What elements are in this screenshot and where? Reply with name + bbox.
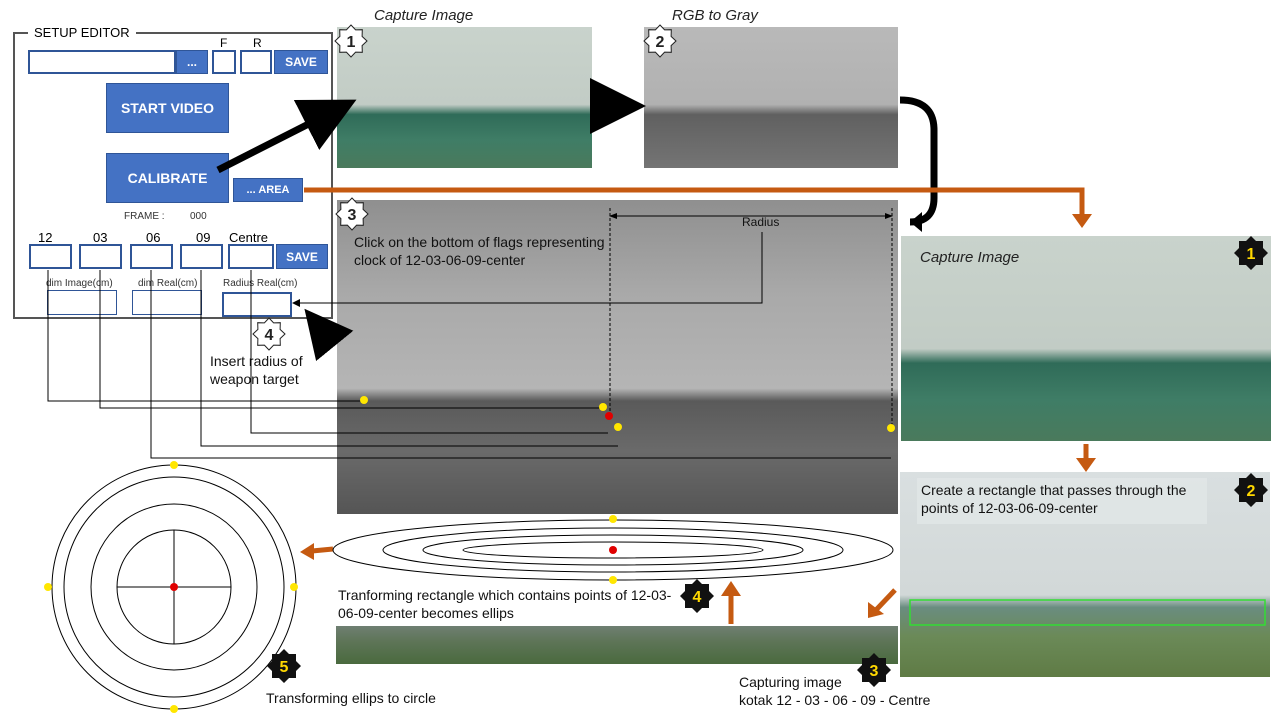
- rectangle-instruction-text: Create a rectangle that passes through t…: [921, 482, 1187, 516]
- clock-centre-input[interactable]: [228, 244, 274, 269]
- point-09-marker: [614, 423, 622, 431]
- rgb-to-gray-caption: RGB to Gray: [672, 7, 758, 24]
- ellipse-to-circle-arrow-icon: [311, 546, 334, 554]
- point-06-marker: [887, 424, 895, 432]
- save-button[interactable]: SAVE: [274, 50, 328, 74]
- radius-label: Radius: [742, 215, 780, 229]
- gray-to-calibration-arrow-icon: [899, 96, 938, 226]
- frame-label: FRAME :: [124, 211, 165, 222]
- right-capture-caption: Capture Image: [920, 249, 1020, 266]
- target-ring-3: [90, 503, 258, 671]
- star-badge-number: 1: [347, 34, 356, 51]
- star-badge-icon: 2: [643, 24, 677, 58]
- rectangle-caption-band: [917, 478, 1207, 524]
- dark-badge-number: 2: [1247, 483, 1256, 500]
- target-centre-marker: [170, 583, 178, 591]
- insert-radius-text: Insert radius of weapon target: [210, 353, 303, 387]
- target-left-marker: [44, 583, 52, 591]
- star-badge-number: 3: [348, 207, 357, 224]
- leader-06: [150, 270, 891, 459]
- clock-06-input[interactable]: [130, 244, 173, 269]
- leader-12: [47, 270, 363, 402]
- area-to-capture-arrow-icon: [304, 187, 1085, 218]
- rectangle-to-strip-arrow-icon: [874, 588, 897, 612]
- radius-real-input[interactable]: [222, 292, 292, 317]
- leader-03: [99, 270, 602, 409]
- star-badge-icon: 3: [335, 197, 369, 231]
- circle-instruction-text: Transforming ellips to circle: [266, 690, 436, 706]
- radius-insert-arrow-icon: [304, 308, 354, 362]
- dark-badge-number: 3: [870, 663, 879, 680]
- dark-badge-number: 1: [1247, 246, 1256, 263]
- r-label: R: [253, 36, 262, 50]
- clock-03-input[interactable]: [79, 244, 122, 269]
- target-right-marker: [290, 583, 298, 591]
- ellipse-ring-4: [462, 541, 764, 559]
- ellipse-centre-marker: [609, 546, 617, 554]
- calibrate-to-capture-arrow-icon: [216, 99, 357, 174]
- clock-06-label: 06: [146, 230, 161, 245]
- capture-image-photo: [337, 27, 592, 168]
- f-label: F: [220, 36, 228, 50]
- dim-real-label: dim Real(cm): [138, 278, 198, 289]
- right-capture-photo: [901, 236, 1271, 441]
- calibrate-button[interactable]: CALIBRATE: [106, 153, 229, 203]
- clock-12-input[interactable]: [29, 244, 72, 269]
- calibration-gray-photo: [337, 200, 898, 514]
- star-badge-icon: 4: [252, 317, 286, 351]
- radius-leader-line: [296, 232, 763, 304]
- r-input[interactable]: [240, 50, 272, 74]
- ellipse-ring-3: [422, 534, 804, 566]
- dark-badge-icon: 5: [267, 649, 301, 683]
- clock-03-label: 03: [93, 230, 108, 245]
- file-path-input[interactable]: [28, 50, 176, 74]
- dark-badge-icon: 3: [857, 653, 891, 687]
- setup-editor-title: SETUP EDITOR: [28, 25, 136, 40]
- click-instruction-text: Click on the bottom of flags representin…: [354, 234, 605, 268]
- dim-image-label: dim Image(cm): [46, 278, 113, 289]
- clock-centre-label: Centre: [229, 230, 269, 245]
- clock-12-label: 12: [38, 230, 53, 245]
- radius-real-label: Radius Real(cm): [223, 278, 298, 289]
- dark-badge-number: 4: [693, 589, 702, 606]
- capturing-image-text: Capturing image: [739, 674, 842, 690]
- target-top-marker: [170, 461, 178, 469]
- save-points-button[interactable]: SAVE: [276, 244, 328, 269]
- start-video-button[interactable]: START VIDEO: [106, 83, 229, 133]
- bounding-rectangle: [909, 599, 1266, 626]
- clock-09-input[interactable]: [180, 244, 223, 269]
- capture-image-caption: Capture Image: [374, 7, 474, 24]
- point-centre-marker: [605, 412, 613, 420]
- kotak-points-text: kotak 12 - 03 - 06 - 09 - Centre: [739, 692, 931, 708]
- dark-badge-icon: 1: [1234, 236, 1268, 270]
- gray-image-photo: [644, 27, 898, 168]
- target-ring-2: [63, 476, 285, 698]
- star-badge-number: 4: [265, 327, 274, 344]
- frame-value: 000: [190, 211, 207, 222]
- point-03-marker: [599, 403, 607, 411]
- ellipse-top-marker: [609, 515, 617, 523]
- dark-badge-icon: 2: [1234, 473, 1268, 507]
- dark-badge-icon: 4: [680, 579, 714, 613]
- ellipse-ring-2: [382, 527, 844, 573]
- point-12-marker: [360, 396, 368, 404]
- ellipse-bottom-marker: [609, 576, 617, 584]
- star-badge-number: 2: [656, 34, 665, 51]
- browse-button[interactable]: ...: [176, 50, 208, 74]
- f-input[interactable]: [212, 50, 236, 74]
- leader-09: [200, 270, 618, 447]
- ellipse-instruction-text: Tranforming rectangle which contains poi…: [338, 587, 672, 621]
- cropped-strip-photo: [336, 626, 898, 664]
- leader-centre: [250, 270, 608, 434]
- target-bottom-marker: [170, 705, 178, 713]
- area-button[interactable]: ... AREA: [233, 178, 303, 202]
- clock-09-label: 09: [196, 230, 211, 245]
- star-badge-icon: 1: [334, 24, 368, 58]
- dark-badge-number: 5: [280, 659, 289, 676]
